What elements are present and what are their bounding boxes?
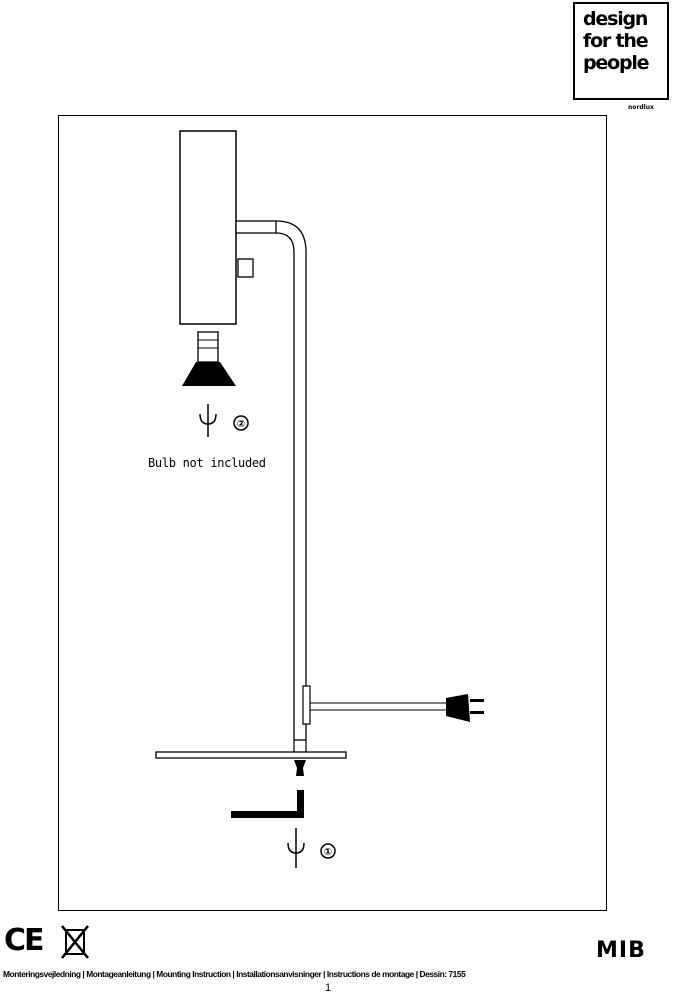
lamp-bracket — [235, 220, 277, 234]
logo-line-3: people — [583, 52, 650, 74]
screw-icon — [294, 760, 306, 776]
brand-logo: design for the people — [573, 2, 669, 100]
step-2-label: ② — [237, 419, 245, 430]
page-number: 1 — [325, 982, 332, 994]
ce-mark: CE — [4, 923, 44, 958]
lamp-head — [179, 130, 237, 325]
step-2-icon — [233, 415, 249, 431]
cable-entry — [302, 685, 311, 725]
lamp-knob — [237, 258, 254, 278]
allen-key-icon — [231, 790, 304, 818]
base-plate — [155, 751, 347, 759]
plug-icon — [446, 694, 470, 722]
plug-pin-top — [470, 699, 484, 702]
weee-bin-icon — [61, 925, 89, 959]
bulb-base — [197, 331, 219, 363]
drawing-frame — [58, 115, 607, 911]
plug-pin-bottom — [470, 711, 484, 714]
stem-inner — [275, 232, 295, 740]
stem-outer — [275, 220, 307, 740]
model-name: MIB — [596, 938, 646, 963]
step-1-label: ① — [324, 847, 332, 858]
step-1-icon — [320, 843, 336, 859]
logo-subbrand: nordlux — [628, 104, 654, 111]
logo-line-2: for the — [583, 30, 649, 52]
rotate-bottom-icon — [287, 828, 305, 868]
instruction-languages: Monteringsvejledning | Montageanleitung … — [3, 969, 466, 979]
bulb-note: Bulb not included — [148, 456, 266, 470]
bulb-icon — [182, 362, 236, 386]
rotate-top-icon — [199, 404, 217, 437]
logo-line-1: design — [583, 8, 648, 30]
